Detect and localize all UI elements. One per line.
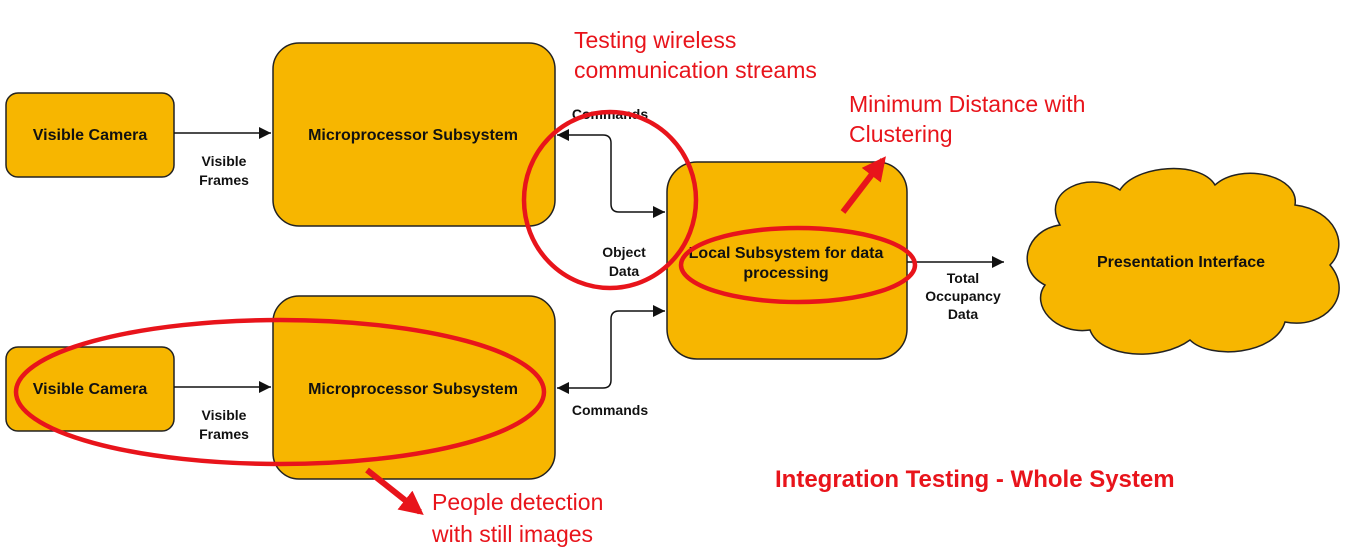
- local-subsystem-node: Local Subsystem for data processing: [666, 161, 908, 360]
- visible-camera-bottom-node: Visible Camera: [5, 346, 175, 432]
- diagram-title: Integration Testing - Whole System: [775, 466, 1175, 493]
- frames-top-label-line2: Frames: [199, 172, 249, 188]
- frames-top-label-line1: Visible: [202, 153, 247, 169]
- visible-camera-bottom-label: Visible Camera: [33, 381, 148, 398]
- microprocessor-top-label: Microprocessor Subsystem: [308, 127, 518, 144]
- commands-bottom-label: Commands: [572, 402, 648, 418]
- visible-camera-top-node: Visible Camera: [5, 92, 175, 178]
- microprocessor-bottom-node: Microprocessor Subsystem: [272, 295, 556, 480]
- local-subsystem-highlight-ellipse: [678, 225, 918, 305]
- clustering-pointer-arrow: [840, 156, 886, 214]
- microprocessor-bottom-label: Microprocessor Subsystem: [308, 381, 518, 398]
- detection-pointer-arrow: [365, 467, 424, 515]
- clustering-annotation-line1: Minimum Distance with: [849, 91, 1085, 117]
- frames-bottom-label-line2: Frames: [199, 426, 249, 442]
- visible-camera-top-label: Visible Camera: [33, 127, 148, 144]
- wireless-annotation-line1: Testing wireless: [574, 27, 736, 53]
- occupancy-label-line2: Occupancy: [925, 288, 1001, 304]
- object-data-label-line2: Data: [609, 263, 640, 279]
- detection-highlight-ellipse: [13, 317, 547, 467]
- microprocessor-top-node: Microprocessor Subsystem: [272, 42, 556, 227]
- frames-bottom-label-line1: Visible: [202, 407, 247, 423]
- presentation-interface-label: Presentation Interface: [1097, 254, 1265, 271]
- wireless-annotation-line2: communication streams: [574, 57, 817, 83]
- occupancy-label-line3: Data: [948, 306, 979, 322]
- detection-annotation-line2: with still images: [431, 521, 593, 547]
- commands-bottom-arrow: [557, 305, 665, 394]
- wireless-highlight-ellipse: [521, 109, 699, 291]
- local-subsystem-label-line2: processing: [743, 265, 828, 282]
- local-subsystem-label-line1: Local Subsystem for data: [689, 245, 884, 262]
- object-data-label-line1: Object: [602, 244, 646, 260]
- clustering-annotation-line2: Clustering: [849, 121, 953, 147]
- occupancy-label-line1: Total: [947, 270, 979, 286]
- detection-annotation-line1: People detection: [432, 489, 603, 515]
- commands-top-arrow: [557, 129, 665, 218]
- presentation-interface-node: Presentation Interface: [1026, 167, 1340, 355]
